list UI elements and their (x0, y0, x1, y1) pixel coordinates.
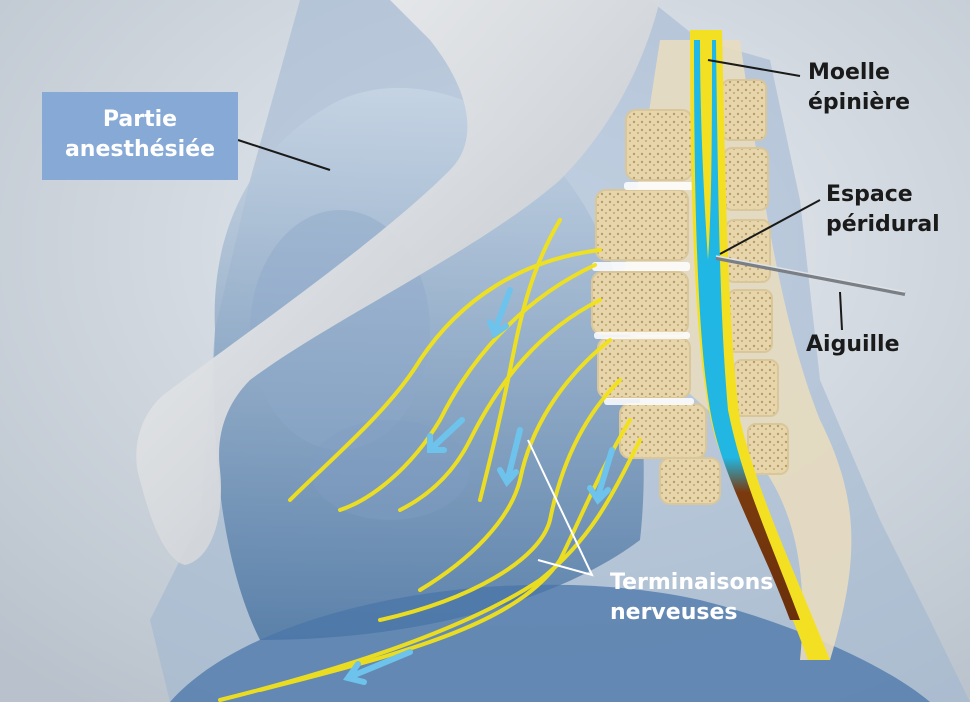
spinal-cord-label: Moelle épinière (808, 58, 910, 118)
vertebra (734, 360, 778, 416)
vertebra (728, 290, 772, 352)
vertebra (726, 220, 770, 282)
spinal-cord-line2: épinière (808, 88, 910, 118)
vertebra (722, 80, 766, 140)
spinal-cord-line1: Moelle (808, 58, 910, 88)
anesthetized-area-line2: anesthésiée (42, 135, 238, 165)
nerve-endings-line1: Terminaisons (610, 568, 773, 598)
epidural-space-label: Espace péridural (826, 180, 940, 240)
epidural-space-line1: Espace (826, 180, 940, 210)
vertebra (596, 190, 688, 260)
vertebra (724, 148, 768, 210)
vertebra (626, 110, 692, 180)
needle-label: Aiguille (806, 330, 900, 360)
nerve-endings-line2: nerveuses (610, 598, 773, 628)
vertebra (660, 458, 720, 504)
anesthetized-area-line1: Partie (42, 105, 238, 135)
epidural-space-line2: péridural (826, 210, 940, 240)
anesthetized-area-label: Partie anesthésiée (42, 92, 238, 180)
vertebra (592, 272, 688, 334)
needle-line1: Aiguille (806, 330, 900, 360)
nerve-endings-label: Terminaisons nerveuses (610, 568, 773, 628)
vertebra (748, 424, 788, 474)
